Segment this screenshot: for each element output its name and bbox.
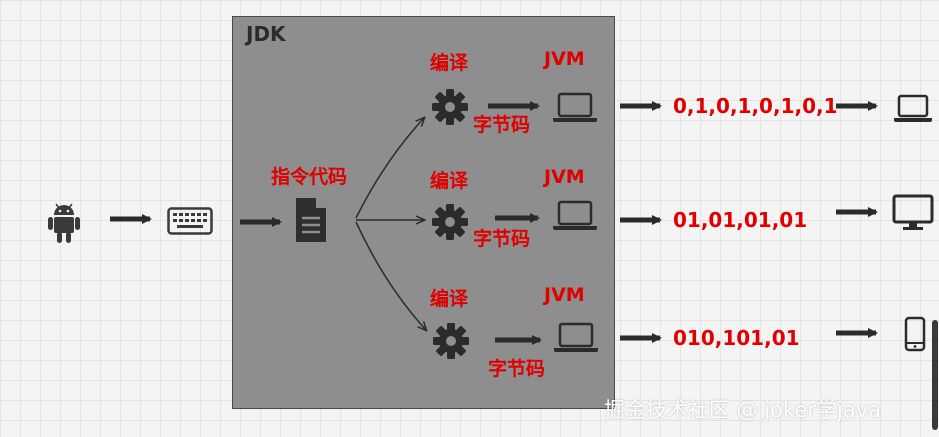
gear-icon	[432, 204, 468, 240]
jvm-label-2: JVM	[544, 166, 585, 188]
branch-line-top	[355, 118, 424, 219]
laptop-icon	[894, 94, 932, 122]
jdk-label: JDK	[246, 22, 286, 46]
compile-label-1: 编译	[430, 52, 469, 74]
binary-code-1: 0,1,0,1,0,1,0,1	[673, 94, 838, 118]
laptop-icon	[554, 322, 598, 352]
binary-code-2: 01,01,01,01	[673, 208, 808, 232]
compile-label-2: 编译	[430, 170, 469, 192]
jvm-label-1: JVM	[544, 48, 585, 70]
gear-icon	[433, 323, 469, 359]
jvm-label-3: JVM	[544, 284, 585, 306]
android-icon	[48, 203, 80, 243]
bytecode-label-2: 字节码	[473, 228, 531, 250]
bytecode-label-3: 字节码	[488, 358, 546, 380]
scrollbar[interactable]	[932, 320, 938, 430]
keyboard-icon	[167, 207, 213, 235]
compile-label-3: 编译	[430, 288, 469, 310]
gear-icon	[432, 89, 468, 125]
source-code-label: 指令代码	[271, 166, 348, 188]
monitor-icon	[892, 194, 934, 230]
laptop-icon	[553, 92, 597, 122]
watermark: 掘金技术社区 @ joker学java	[604, 398, 881, 422]
phone-icon	[904, 316, 926, 352]
document-icon	[296, 198, 326, 242]
laptop-icon	[553, 200, 597, 230]
bytecode-label-1: 字节码	[473, 114, 531, 136]
branch-line-bottom	[355, 221, 426, 330]
jdk-box	[232, 16, 615, 409]
binary-code-3: 010,101,01	[673, 326, 800, 350]
